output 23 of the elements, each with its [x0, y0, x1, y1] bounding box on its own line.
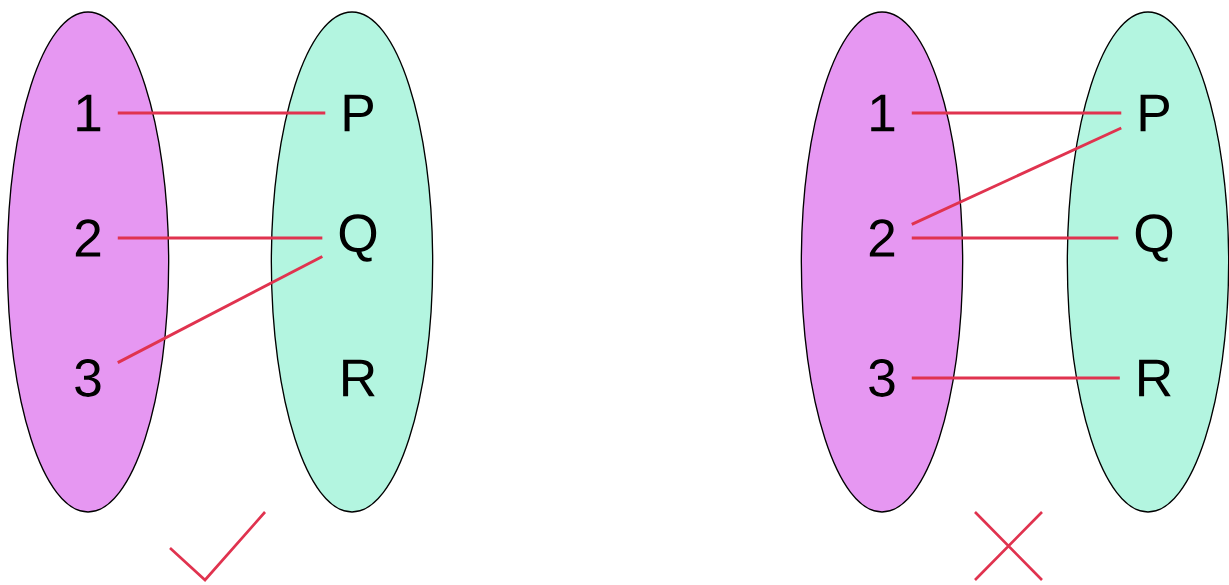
set-ellipse: [1066, 11, 1229, 513]
set-element: R: [1139, 359, 1171, 397]
mapping-line: [911, 376, 1120, 380]
set-element: R: [343, 359, 375, 397]
mapping-line: [911, 126, 1122, 226]
set-element: P: [344, 94, 373, 132]
set-element: 3: [75, 359, 101, 397]
set-element: 3: [869, 359, 895, 397]
set-element: P: [1140, 94, 1169, 132]
mapping-line: [911, 111, 1122, 115]
mapping-line: [117, 236, 323, 240]
set-element: Q: [339, 214, 377, 262]
set-element: 2: [869, 219, 895, 257]
set-element: 2: [75, 219, 101, 257]
mapping-line: [117, 255, 323, 364]
set-ellipse: [6, 11, 170, 513]
set-element: Q: [1135, 214, 1173, 262]
set-ellipse: [270, 11, 434, 513]
set-element: 1: [871, 94, 895, 132]
set-element: 1: [77, 94, 101, 132]
set-ellipse: [800, 11, 964, 513]
mapping-line: [911, 236, 1119, 240]
mapping-line: [117, 111, 326, 115]
